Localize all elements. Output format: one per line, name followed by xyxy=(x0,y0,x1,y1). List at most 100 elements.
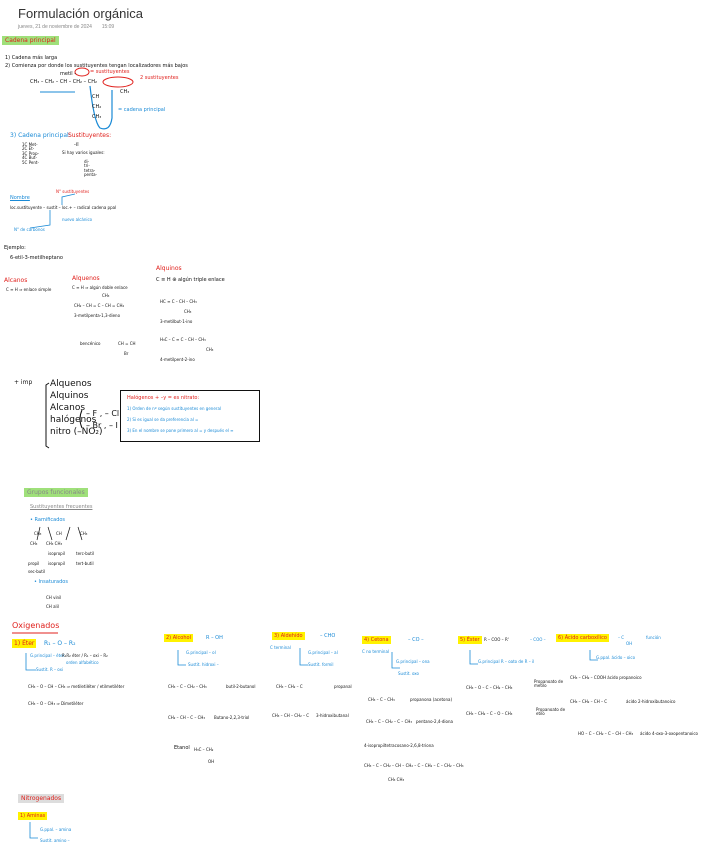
ejemplo-label: Ejemplo: xyxy=(4,245,26,251)
acid-ex3-name: ácido 4-oxo-3-oxopentanoico xyxy=(640,731,698,736)
prefix-item: 5C Pent- xyxy=(22,159,39,165)
nombre-arrow-2 xyxy=(61,193,76,205)
nuevo-note: nuevo alcánico xyxy=(62,217,93,222)
halogen-2: – Br , – I xyxy=(86,421,118,430)
alc-etanol-formula: H₃C – CH₂ xyxy=(194,747,214,752)
rules-box-item: 1) Orden de nº según sustituyentes en ge… xyxy=(127,406,221,411)
arrow-note: 2 sustituyentes xyxy=(140,75,179,81)
heading-nitrogenados: Nitrogenados xyxy=(18,794,65,803)
amina-title: 1) Aminas xyxy=(18,812,48,820)
eter-ex2: CH₃ – O – CH₃ ⇒ Dimetiléter xyxy=(28,701,84,706)
heading-oxigenados: Oxigenados xyxy=(12,621,60,630)
ramif-name: isopropil xyxy=(48,561,65,566)
sust-note: = sustituyentes xyxy=(90,69,130,75)
alc-formula: R – OH xyxy=(206,635,223,641)
ald-title: 3) Aldehído xyxy=(272,632,305,640)
alquinos-f2b: CH₃ xyxy=(206,347,214,352)
ch-branch-1: CH xyxy=(92,94,100,100)
acid-formula: – C xyxy=(618,635,625,640)
cet-ex3-name: 4-isopropiltetracosano-2,6,8-triona xyxy=(364,743,434,748)
alquinos-n1: 3-metilbut-1-ino xyxy=(160,319,193,324)
eter-gp-r: R₁R₂ éter / R₁ – oxi – R₂ xyxy=(62,653,108,658)
funcionales-sub: Sustituyentes frecuentes xyxy=(30,504,93,510)
alc-etanol: Etanol xyxy=(174,745,190,751)
page-title: Formulación orgánica xyxy=(18,6,144,21)
alc-ex2: CH₂ – CH – C – CH₃ xyxy=(168,715,206,720)
eter-formula: R₁ – O – R₂ xyxy=(44,640,76,647)
ramif-name: propil xyxy=(28,561,40,566)
insaturados-label: • Insaturados xyxy=(34,579,68,585)
page-time: 15:09 xyxy=(101,24,115,30)
est-formula-2: – COO – xyxy=(530,637,546,642)
alquinos-rule: C ≡ H ⊕ algún triple enlace xyxy=(156,277,225,283)
priority-item: Alquinos xyxy=(50,390,89,401)
ald-sust: Sustit. formil xyxy=(308,662,334,667)
rule-3: 3) Cadena principal: xyxy=(10,132,71,139)
sustituyentes-label: Sustituyentes: xyxy=(68,132,112,139)
amina-gp: G.ppal. – amina xyxy=(40,827,72,832)
ramif-row-1: CH₃ xyxy=(30,541,38,546)
benceno-formula: CH = CH xyxy=(118,341,136,346)
ald-ex1-name: propanal xyxy=(334,684,352,689)
ramif-row-4: terc-butil xyxy=(76,551,95,556)
cet-ex3b: CH₃ CH₃ xyxy=(388,777,405,782)
alquenos-name: 3-metilpenta-1,3-dieno xyxy=(74,313,121,318)
alcanos-rule: C ≡ H ⇒ enlace simple xyxy=(6,287,52,292)
cet-ex2: CH₃ – C – CH₂ – C – CH₃ xyxy=(366,719,412,724)
alquinos-f1b: CH₃ xyxy=(184,309,192,314)
amina-link xyxy=(29,822,38,839)
alquinos-n2: 4-metilpent-2-ino xyxy=(160,357,195,362)
suffix-il: -il xyxy=(74,142,79,148)
n-c: N° de carbonos xyxy=(14,227,45,232)
eter-ex1: CH₃ – O – CH – CH₃ ⇒ metiletiléter / eti… xyxy=(28,684,125,689)
est-ex2-name: Propanoato de etilo xyxy=(536,707,566,717)
alquinos-f1: HC ≡ C – CH – CH₃ xyxy=(160,299,197,304)
ald-ex1: CH₃ – CH₂ – C xyxy=(276,684,303,689)
ejemplo-value: 6-etil-3-metilheptano xyxy=(10,255,63,261)
ramif-col-3: CH₃ xyxy=(80,531,88,536)
alc-sust: Sustit. hidroxi – xyxy=(188,662,219,667)
alc-title: 2) Alcohol xyxy=(164,634,193,642)
ald-ex2: CH₃ – CH – CH₂ – C xyxy=(272,713,310,718)
cet-ex1-name: propanona (acetona) xyxy=(410,697,453,702)
est-formula: R – COO – R' xyxy=(484,637,509,642)
est-title: 5) Éster xyxy=(458,636,482,644)
cet-cint: C no terminal xyxy=(362,649,390,654)
alquenos-ch3: CH₃ xyxy=(102,293,110,298)
halogen-1: – F , – Cl xyxy=(86,409,120,418)
priority-item: nitro (–NO₂) xyxy=(50,426,103,437)
cet-formula: – CO – xyxy=(408,637,424,643)
acid-ex2: CH₃ – CH₂ – CH – C xyxy=(570,699,608,704)
priority-item: Alquenos xyxy=(50,379,92,389)
priority-item: Alcanos xyxy=(50,402,86,413)
prefix-item: 2C Et- xyxy=(22,146,35,152)
insat-item: CH alil xyxy=(46,604,59,609)
cet-title: 4) Cetona xyxy=(362,636,391,644)
prefix-item: 4C But- xyxy=(22,155,37,161)
alquinos-title: Alquinos xyxy=(156,265,182,272)
alquenos-rule: C ≡ H ⇒ algún doble enlace xyxy=(72,285,128,290)
multiplier-list: di- tri- tetra- penta- xyxy=(84,159,97,178)
ramif-name: tert-butil xyxy=(76,561,94,566)
multiplier-item: tri- xyxy=(84,163,90,169)
multiplier-item: di- xyxy=(84,159,90,164)
cet-ex2-name: pentano-2,4-diona xyxy=(416,719,453,724)
priority-item: halógenos xyxy=(50,414,97,425)
priority-list: Alquenos Alquinos Alcanos halógenos nitr… xyxy=(50,379,103,437)
cet-ex1: CH₃ – C – CH₃ xyxy=(368,697,395,702)
equal-note: Si hay varios iguales: xyxy=(62,150,105,155)
cet-gp: G.principal – ona xyxy=(396,659,430,664)
insat-item: CH vinil xyxy=(46,595,62,600)
ramificados-label: • Ramificados xyxy=(30,517,66,523)
acid-ex3: HO – C – CH₂ – C – CH – CH₃ xyxy=(578,731,634,736)
ramif-row-2: CH₃ CH₃ xyxy=(46,541,63,546)
est-gp: G.principal R – oato de R – il xyxy=(478,659,535,664)
page-date: jueves, 21 de noviembre de 2024 xyxy=(18,24,92,30)
rule-1: 1) Cadena más larga xyxy=(5,55,58,61)
main-note: = cadena principal xyxy=(118,107,166,113)
eter-gp-note: orden alfabético xyxy=(66,660,99,665)
ch-branch-2: CH₂ xyxy=(92,104,102,110)
prefix-list: 1C Met- 2C Et- 3C Prop- 4C But- 5C Pent- xyxy=(22,142,39,165)
prefix-item: 3C Prop- xyxy=(22,150,39,156)
nombre-formula: loc.sustituyente – sustit – loc.+ – radi… xyxy=(10,205,117,210)
